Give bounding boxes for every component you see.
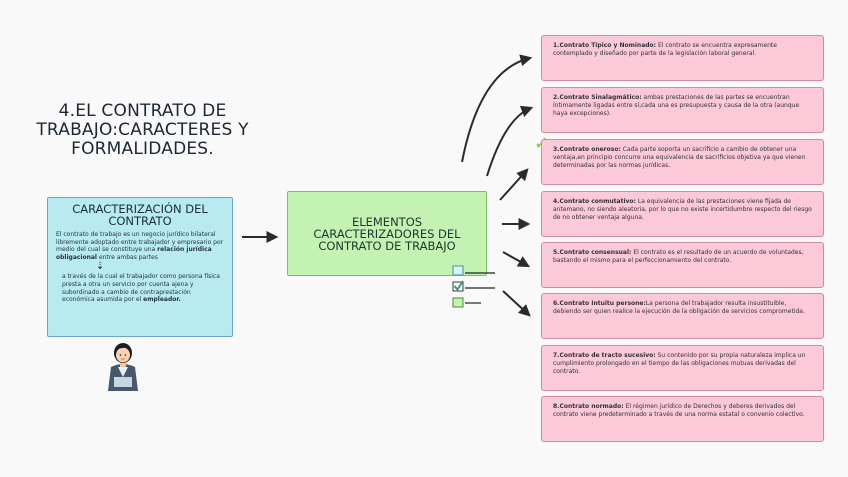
arrow-to-contract-6 bbox=[503, 291, 529, 315]
arrow-to-contract-3 bbox=[500, 170, 527, 200]
arrow-to-contract-5 bbox=[503, 252, 528, 266]
arrow-to-contract-1 bbox=[462, 58, 530, 162]
arrow-to-contract-2 bbox=[487, 108, 531, 176]
